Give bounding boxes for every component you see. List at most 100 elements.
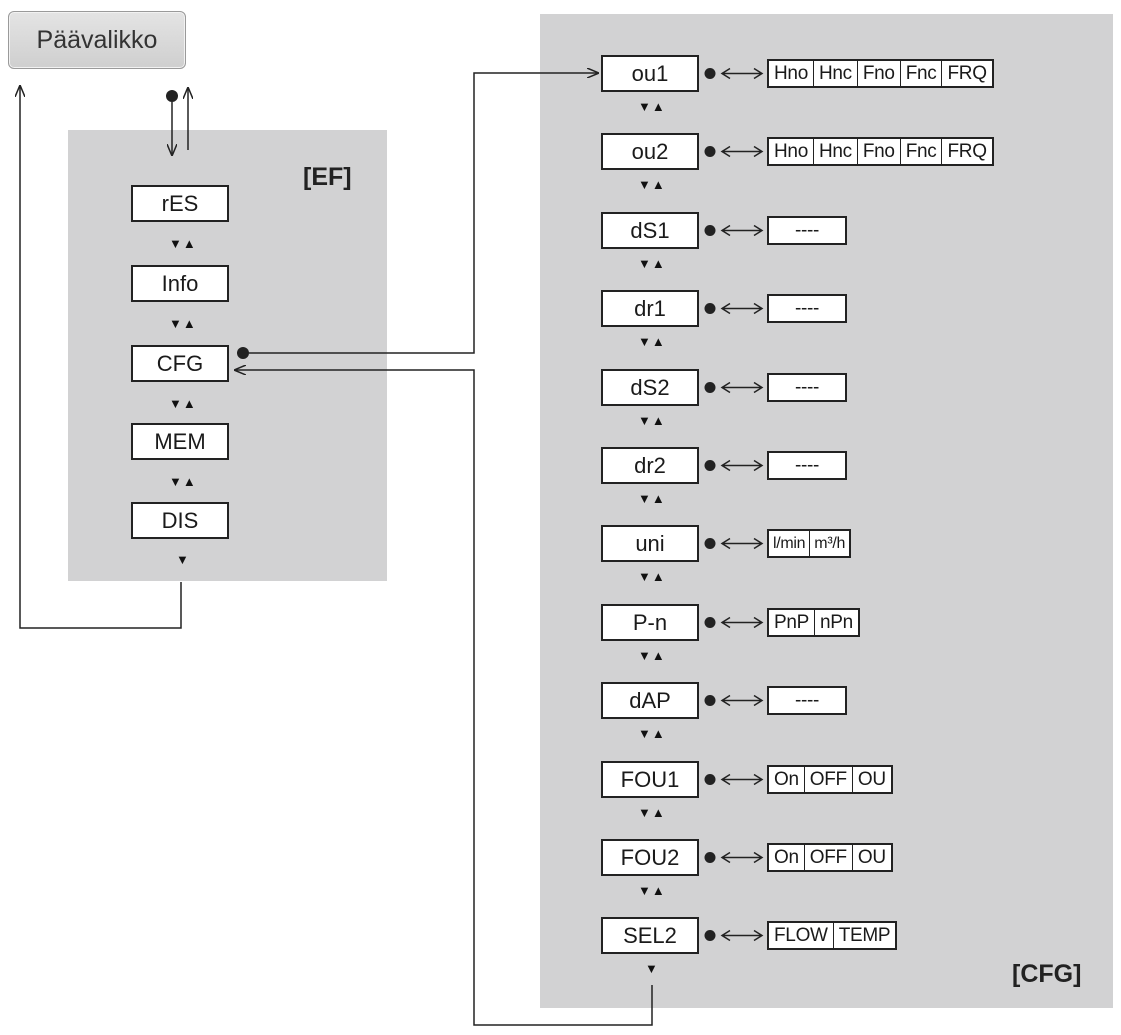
cfg-item-dap[interactable]: dAP — [601, 682, 699, 719]
menu-item-res[interactable]: rES — [131, 185, 229, 222]
nav-arrows: ▼▲ — [638, 256, 666, 271]
cfg-panel-tag: [CFG] — [1012, 960, 1082, 988]
exchange-arrow — [720, 616, 764, 629]
cfg-item-sel2[interactable]: SEL2 — [601, 917, 699, 954]
cfg-item-ou1[interactable]: ou1 — [601, 55, 699, 92]
exchange-arrow — [720, 381, 764, 394]
main-menu-button[interactable]: Päävalikko — [8, 11, 186, 69]
nav-arrows: ▼▲ — [638, 883, 666, 898]
option-value[interactable]: ---- — [794, 454, 820, 476]
select-dot — [704, 146, 716, 157]
option-value[interactable]: FRQ — [941, 139, 991, 164]
exchange-arrow — [720, 145, 764, 158]
option-value[interactable]: Fnc — [899, 139, 942, 164]
cfg-item-fou2[interactable]: FOU2 — [601, 839, 699, 876]
option-value[interactable]: l/min — [773, 534, 806, 552]
select-dot — [704, 852, 716, 863]
nav-arrows: ▼▲ — [638, 726, 666, 741]
nav-arrows: ▼▲ — [169, 236, 197, 251]
option-value[interactable]: ---- — [794, 219, 820, 241]
option-value[interactable]: On — [774, 846, 799, 868]
option-value[interactable]: Hno — [774, 140, 808, 162]
option-value[interactable]: m³/h — [809, 531, 849, 556]
nav-arrows: ▼▲ — [638, 569, 666, 584]
select-dot — [704, 930, 716, 941]
option-value[interactable]: FLOW — [774, 924, 828, 946]
menu-item-mem[interactable]: MEM — [131, 423, 229, 460]
option-value[interactable]: ---- — [794, 297, 820, 319]
cfg-item-ds1[interactable]: dS1 — [601, 212, 699, 249]
select-dot — [704, 774, 716, 785]
option-group-dap: ---- — [767, 686, 847, 715]
option-value[interactable]: Hnc — [812, 61, 857, 86]
cfg-option-links — [704, 67, 764, 942]
option-value[interactable]: ---- — [794, 376, 820, 398]
option-value[interactable]: Hno — [774, 62, 808, 84]
option-value[interactable]: Fnc — [899, 61, 942, 86]
option-value[interactable]: OFF — [803, 767, 852, 792]
nav-arrows: ▼▲ — [638, 805, 666, 820]
cfg-select-dot — [237, 347, 249, 359]
exchange-arrow — [720, 224, 764, 237]
nav-arrows: ▼▲ — [169, 316, 197, 331]
menu-item-cfg[interactable]: CFG — [131, 345, 229, 382]
option-value[interactable]: Hnc — [812, 139, 857, 164]
nav-arrows: ▼▲ — [638, 491, 666, 506]
option-value[interactable]: Fno — [856, 61, 900, 86]
nav-down-arrow: ▼ — [645, 961, 659, 976]
option-value[interactable]: OU — [851, 767, 891, 792]
select-dot — [704, 695, 716, 706]
nav-down-arrow: ▼ — [176, 552, 190, 567]
select-dot — [704, 538, 716, 549]
nav-arrows: ▼▲ — [638, 334, 666, 349]
cfg-item-ds2[interactable]: dS2 — [601, 369, 699, 406]
nav-arrows: ▼▲ — [638, 99, 666, 114]
exchange-arrow — [720, 302, 764, 315]
option-value[interactable]: Fno — [856, 139, 900, 164]
select-dot — [704, 617, 716, 628]
option-group-ds2: ---- — [767, 373, 847, 402]
option-group-ds1: ---- — [767, 216, 847, 245]
menu-item-info[interactable]: Info — [131, 265, 229, 302]
exchange-arrow — [720, 929, 764, 942]
exchange-arrow — [720, 851, 764, 864]
option-value[interactable]: PnP — [774, 611, 810, 633]
option-value[interactable]: ---- — [794, 689, 820, 711]
select-dot — [704, 225, 716, 236]
option-value[interactable]: nPn — [814, 610, 858, 635]
cfg-item-fou1[interactable]: FOU1 — [601, 761, 699, 798]
option-value[interactable]: FRQ — [941, 61, 991, 86]
select-dot — [704, 382, 716, 393]
exchange-arrow — [720, 773, 764, 786]
select-dot — [704, 68, 716, 79]
exchange-arrow — [720, 537, 764, 550]
option-value[interactable]: OU — [851, 845, 891, 870]
cfg-item-uni[interactable]: uni — [601, 525, 699, 562]
cfg-item-dr1[interactable]: dr1 — [601, 290, 699, 327]
option-value[interactable]: On — [774, 768, 799, 790]
ef-panel-tag: [EF] — [303, 163, 352, 191]
option-value[interactable]: TEMP — [832, 923, 896, 948]
select-dot — [704, 460, 716, 471]
option-value[interactable]: OFF — [803, 845, 852, 870]
cfg-item-dr2[interactable]: dr2 — [601, 447, 699, 484]
option-group-dr2: ---- — [767, 451, 847, 480]
menu-item-dis[interactable]: DIS — [131, 502, 229, 539]
cfg-item-p-n[interactable]: P-n — [601, 604, 699, 641]
nav-arrows: ▼▲ — [638, 648, 666, 663]
nav-arrows: ▼▲ — [638, 413, 666, 428]
cfg-enter-line — [249, 73, 598, 354]
nav-arrows: ▼▲ — [169, 396, 197, 411]
cfg-return-line — [235, 370, 653, 1026]
ef-return-loop — [20, 86, 182, 629]
cfg-item-ou2[interactable]: ou2 — [601, 133, 699, 170]
nav-arrows: ▼▲ — [169, 474, 197, 489]
